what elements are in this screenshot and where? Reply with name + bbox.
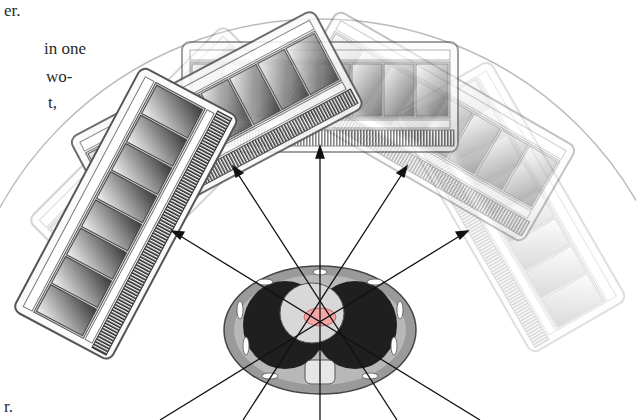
text-fragment: er. <box>4 2 21 19</box>
text-fragment: t, <box>48 94 57 111</box>
text-fragment: in one <box>44 40 86 57</box>
text-fragment: wo- <box>46 68 72 85</box>
text-fragment: r. <box>4 398 13 415</box>
